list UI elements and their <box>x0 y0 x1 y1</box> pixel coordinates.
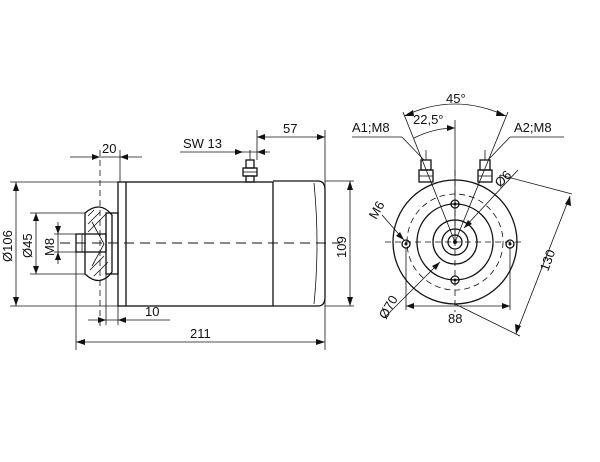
label-pilot-diameter: Ø70 <box>376 293 401 322</box>
terminal-a2 <box>477 150 493 183</box>
terminal-a1 <box>418 150 434 183</box>
terminal-stud <box>242 150 258 183</box>
end-cap-inner-contour <box>313 182 318 305</box>
end-view: 45° 22,5° A1;M8 A2;M8 Ø6 M6 Ø70 88 <box>352 91 573 337</box>
arc-45 <box>403 103 507 117</box>
label-terminal-a2: A2;M8 <box>514 120 552 135</box>
label-terminal-offset: 57 <box>283 121 297 136</box>
label-terminal-angle: 45° <box>446 91 466 106</box>
label-shaft-length: 10 <box>145 304 159 319</box>
pulley <box>84 206 113 282</box>
label-hole-spacing: 88 <box>448 311 462 326</box>
leader-pilot-diameter <box>383 261 441 319</box>
label-half-angle: 22,5° <box>413 112 444 127</box>
label-top-width: 20 <box>102 141 116 156</box>
label-wrench-size: SW 13 <box>183 136 222 151</box>
pulley-hatch <box>87 209 109 277</box>
motor-housing <box>117 181 274 307</box>
label-pulley-diameter: Ø45 <box>20 233 35 258</box>
label-terminal-a1: A1;M8 <box>352 120 390 135</box>
label-body-height: 109 <box>334 236 349 258</box>
pulley-groove <box>91 221 105 267</box>
label-diagonal: 130 <box>537 248 559 274</box>
angle-ray-left <box>402 111 456 243</box>
label-shaft-thread: M8 <box>42 238 57 256</box>
label-hole-diameter: Ø6 <box>492 167 515 190</box>
dim-line-diagonal <box>515 195 571 335</box>
label-total-length: 211 <box>190 326 211 341</box>
angle-ray-right <box>454 111 509 243</box>
leader-hole-diameter <box>463 169 519 229</box>
label-outer-diameter: Ø106 <box>0 230 15 262</box>
side-view: Ø106 Ø45 M8 20 SW 13 57 109 <box>0 121 354 350</box>
